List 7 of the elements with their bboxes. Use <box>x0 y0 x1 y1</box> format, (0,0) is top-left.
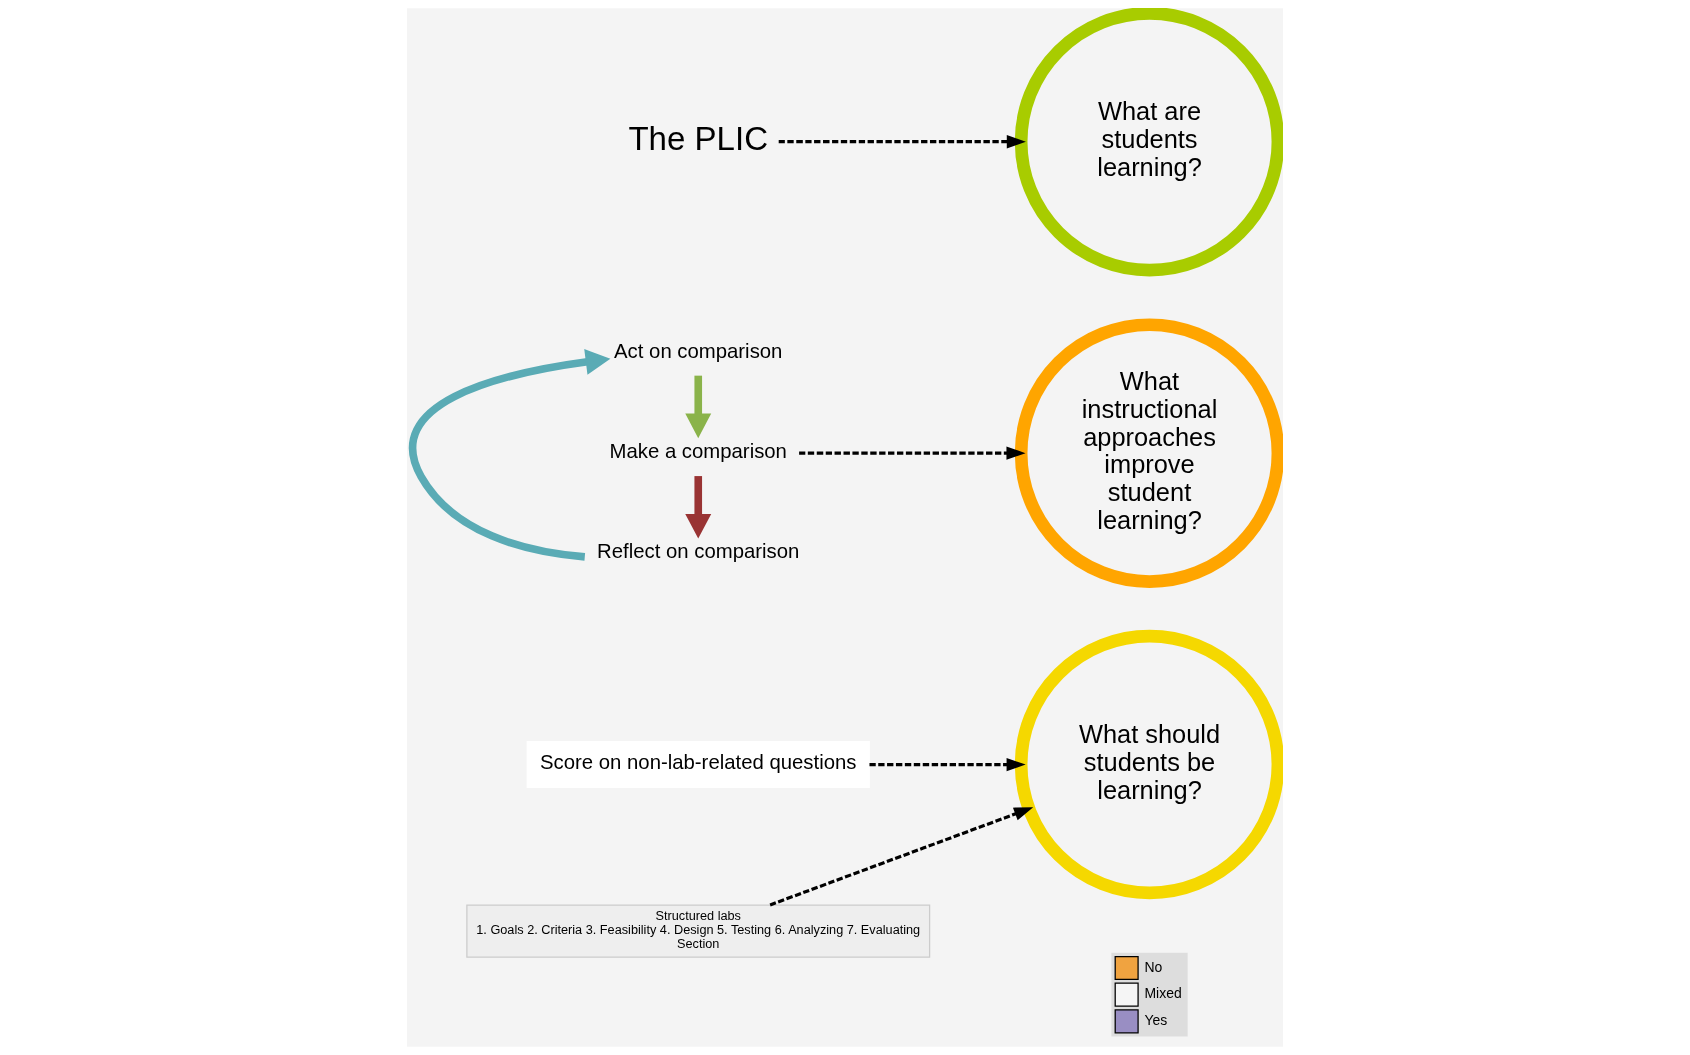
legend-label: No <box>1144 958 1163 975</box>
legend-label: Mixed <box>1144 985 1182 1002</box>
node-text: The PLIC <box>628 119 769 157</box>
legend-label: Yes <box>1144 1011 1168 1028</box>
node-text: Act on comparison <box>614 339 783 362</box>
node-text: Reflect on comparison <box>597 540 800 563</box>
node-text: Make a comparison <box>609 439 787 462</box>
